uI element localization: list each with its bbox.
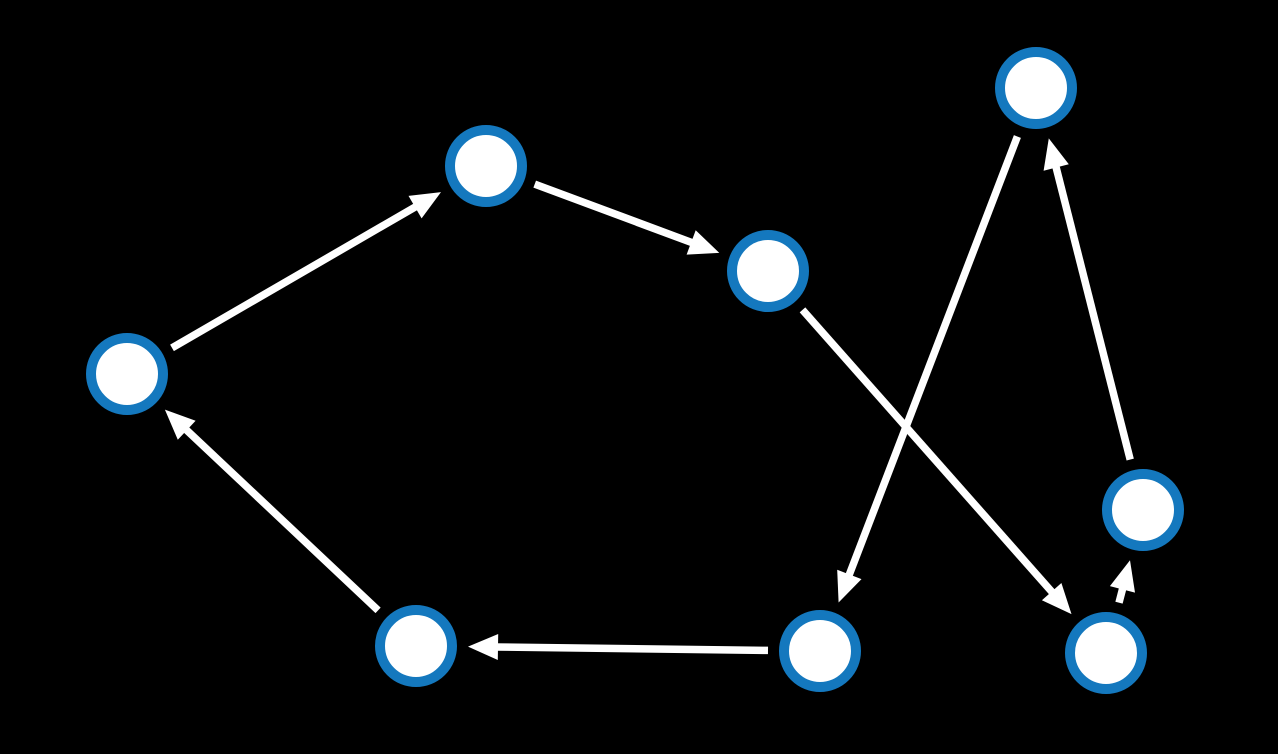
arrowhead-bottom-left-to-left bbox=[164, 409, 196, 440]
graph-node-middle bbox=[727, 230, 809, 312]
graph-node-upper-mid bbox=[445, 125, 527, 207]
arrowhead-middle-to-bottom-right bbox=[1041, 583, 1072, 615]
arrowhead-right-to-top-right bbox=[1043, 138, 1069, 171]
graph-node-left bbox=[86, 333, 168, 415]
graph-nodes-layer bbox=[86, 47, 1184, 694]
graph-node-bottom-mid bbox=[779, 610, 861, 692]
edge-left-to-upper-mid bbox=[170, 202, 420, 352]
graph-node-top-right bbox=[995, 47, 1077, 129]
edge-upper-mid-to-middle bbox=[533, 180, 696, 247]
graph-edges-layer bbox=[164, 135, 1135, 660]
edge-top-right-to-bottom-mid bbox=[844, 135, 1021, 579]
edge-right-to-top-right bbox=[1051, 163, 1134, 461]
arrowhead-upper-mid-to-middle bbox=[686, 230, 720, 255]
graph-node-bottom-left bbox=[375, 605, 457, 687]
graph-node-right bbox=[1102, 469, 1184, 551]
arrowhead-left-to-upper-mid bbox=[408, 192, 441, 219]
arrowhead-top-right-to-bottom-mid bbox=[837, 569, 862, 603]
arrowhead-bottom-right-to-right bbox=[1109, 560, 1135, 593]
graph-node-bottom-right bbox=[1065, 612, 1147, 694]
edge-bottom-mid-to-bottom-left bbox=[494, 643, 769, 655]
arrowhead-bottom-mid-to-bottom-left bbox=[468, 634, 499, 660]
edge-bottom-left-to-left bbox=[181, 425, 381, 614]
edge-middle-to-bottom-right bbox=[799, 307, 1057, 597]
